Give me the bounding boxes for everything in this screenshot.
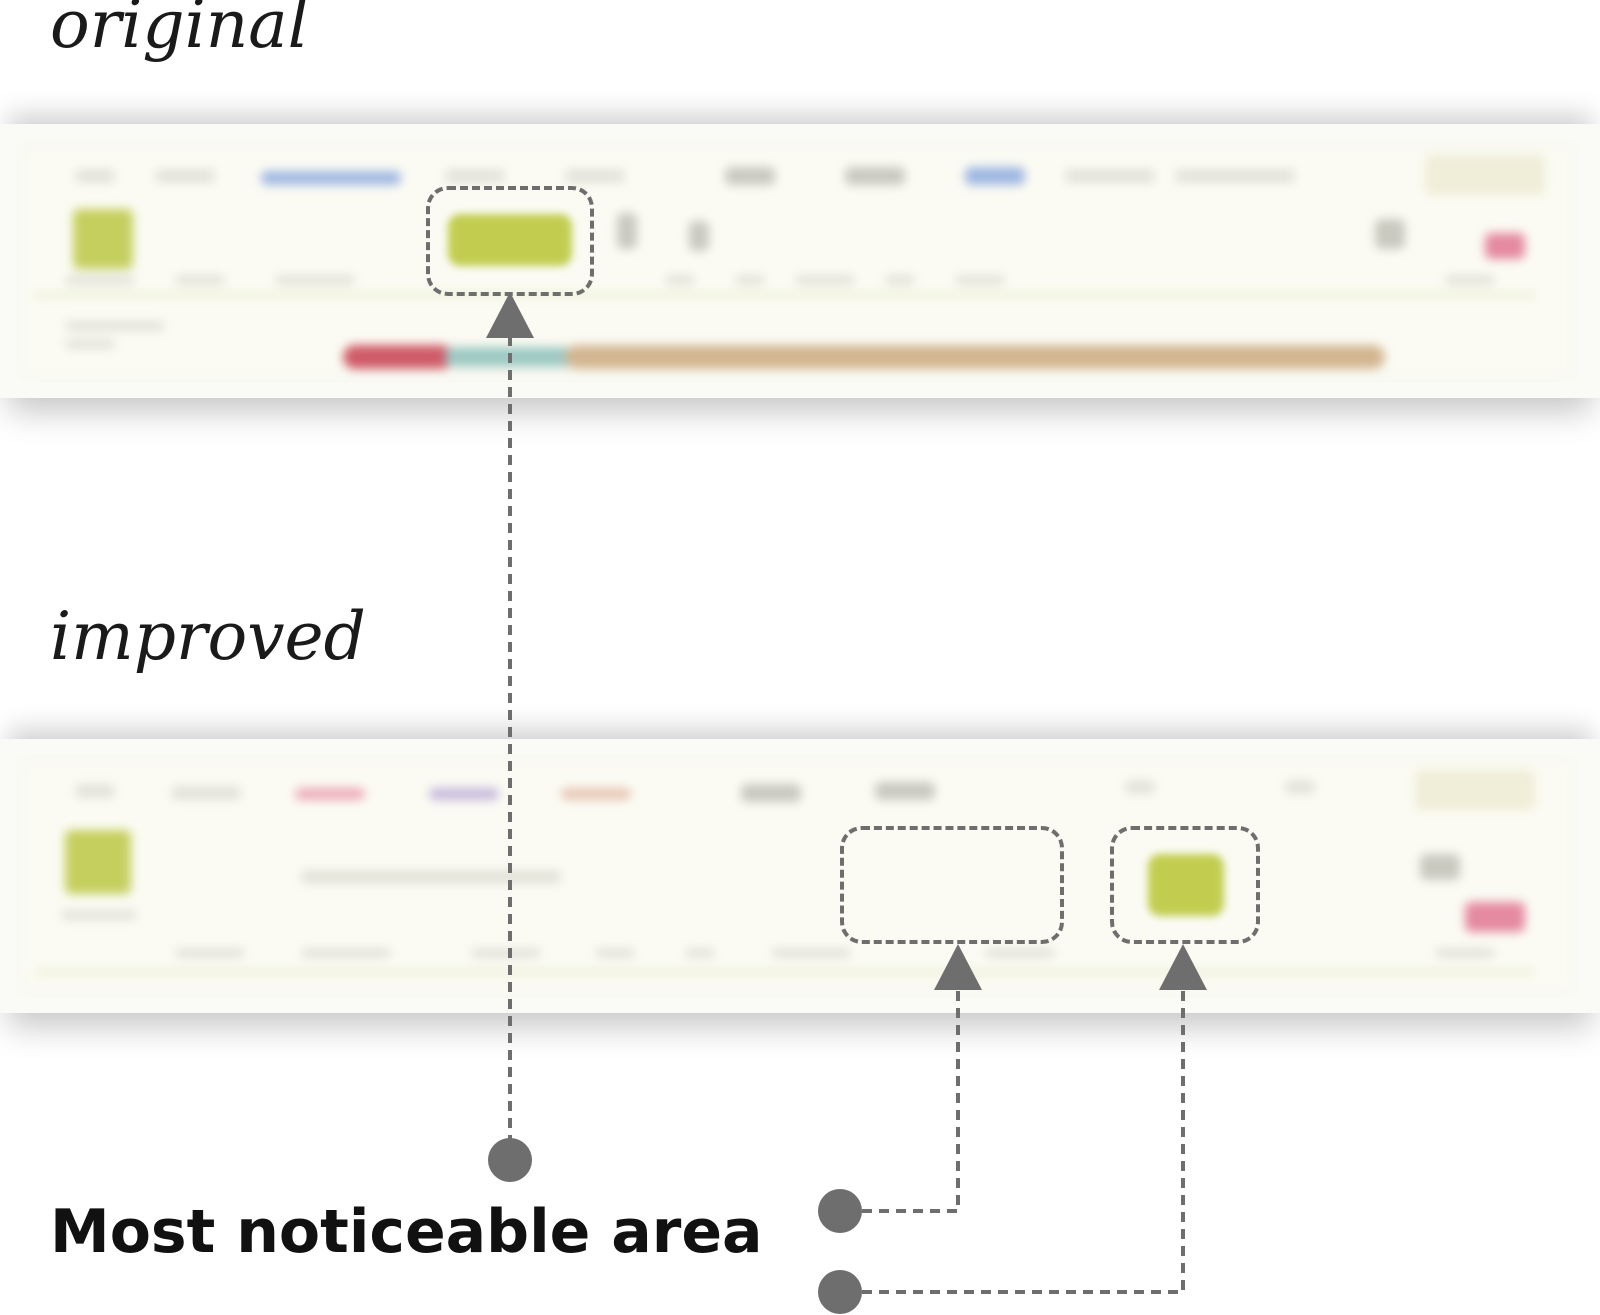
improved-highlight-fill — [1148, 854, 1224, 916]
improved-screenshot — [0, 739, 1600, 1013]
improved-highlight-box-filled — [1110, 826, 1260, 944]
anchor-dot-improved-empty — [818, 1189, 862, 1233]
connector-line-improved-filled — [862, 978, 1185, 1294]
original-toolbar-blur — [24, 148, 1570, 374]
original-highlight-fill — [448, 214, 572, 266]
original-screenshot — [0, 124, 1600, 398]
original-highlight-box — [426, 186, 594, 296]
improved-toolbar-blur — [24, 763, 1570, 989]
original-heading: original — [50, 0, 309, 63]
caption-most-noticeable-area: Most noticeable area — [50, 1197, 763, 1267]
anchor-dot-original — [488, 1138, 532, 1182]
improved-heading: improved — [50, 598, 366, 675]
anchor-dot-improved-filled — [818, 1270, 862, 1314]
improved-highlight-box-empty — [840, 826, 1064, 944]
